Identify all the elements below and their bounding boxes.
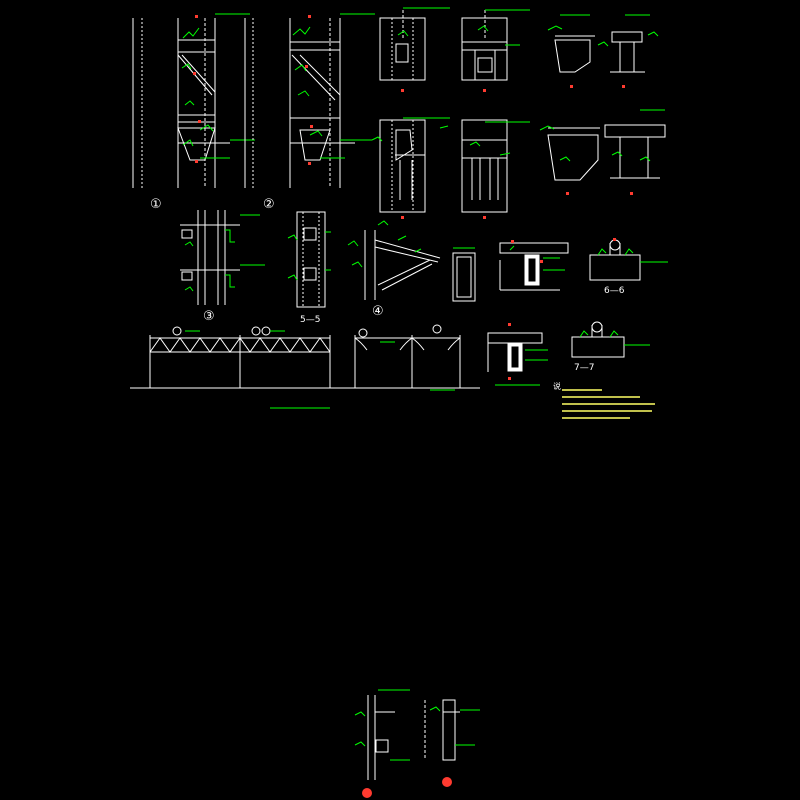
detail-4-label: ④ (372, 304, 384, 319)
section-55-label: 5—5 (300, 315, 320, 325)
section-55-drawing (296, 211, 326, 308)
column-detail-1 (132, 18, 230, 188)
section-77-label: 7—7 (574, 363, 594, 373)
beam-connection-a-dims (509, 245, 565, 271)
truss-callouts (172, 324, 442, 338)
section-upper-b (461, 10, 508, 81)
section-lower-marks (401, 216, 486, 219)
beam-connection-a-marks (511, 240, 543, 263)
box-section (452, 252, 476, 302)
detail-3-drawing (180, 210, 240, 305)
detail-2-label: ② (263, 197, 275, 212)
section-upper-marks (401, 89, 486, 92)
column-detail-1-marks (193, 15, 201, 163)
beam-connection-b-dims (495, 349, 548, 386)
beam-connection-b-marks (508, 323, 511, 380)
bracket-detail-a (554, 35, 595, 73)
bracket-lower-marks (566, 192, 633, 195)
section-66-marks (613, 238, 616, 241)
bottom-detail-b-dims (429, 706, 480, 746)
section-upper-a (379, 10, 426, 81)
detail-4-dims (347, 220, 422, 268)
detail-3-dims (184, 214, 265, 292)
bottom-callout-a (362, 788, 372, 798)
notes-lines (562, 389, 655, 419)
section-lower-a (379, 119, 426, 213)
section-66-drawing (589, 239, 641, 281)
truss-dims (185, 330, 455, 409)
section-55-dims (287, 231, 331, 281)
bracket-detail-c (547, 127, 600, 181)
beam-connection-a (499, 242, 569, 291)
section-66-label: 6—6 (604, 286, 625, 296)
column-detail-2-dims (292, 13, 375, 159)
bottom-detail-a-dims (354, 689, 410, 761)
truss-elevation (130, 335, 480, 389)
notes-heading: 说 (553, 381, 561, 391)
bottom-callout-b (442, 777, 452, 787)
bracket-lower-dims (539, 109, 665, 162)
detail-4-drawing (364, 230, 441, 300)
section-77-dims (579, 330, 650, 346)
bracket-detail-b (610, 31, 645, 73)
section-77-drawing (571, 321, 625, 358)
column-detail-1-dims (181, 13, 255, 159)
bracket-detail-d (604, 124, 666, 179)
detail-3-label: ③ (203, 309, 215, 324)
section-lower-dims (371, 117, 530, 156)
detail-1-label: ① (150, 197, 162, 212)
column-detail-2 (244, 18, 355, 188)
beam-connection-b (487, 332, 543, 372)
bracket-upper-marks (570, 85, 625, 88)
bottom-detail-b (424, 699, 460, 761)
column-detail-2-marks (305, 15, 313, 165)
section-lower-b (461, 119, 508, 213)
bracket-upper-dims (547, 14, 659, 47)
section-upper-dims (397, 7, 530, 46)
bottom-detail-a (367, 695, 395, 780)
section-66-dims (597, 248, 668, 263)
